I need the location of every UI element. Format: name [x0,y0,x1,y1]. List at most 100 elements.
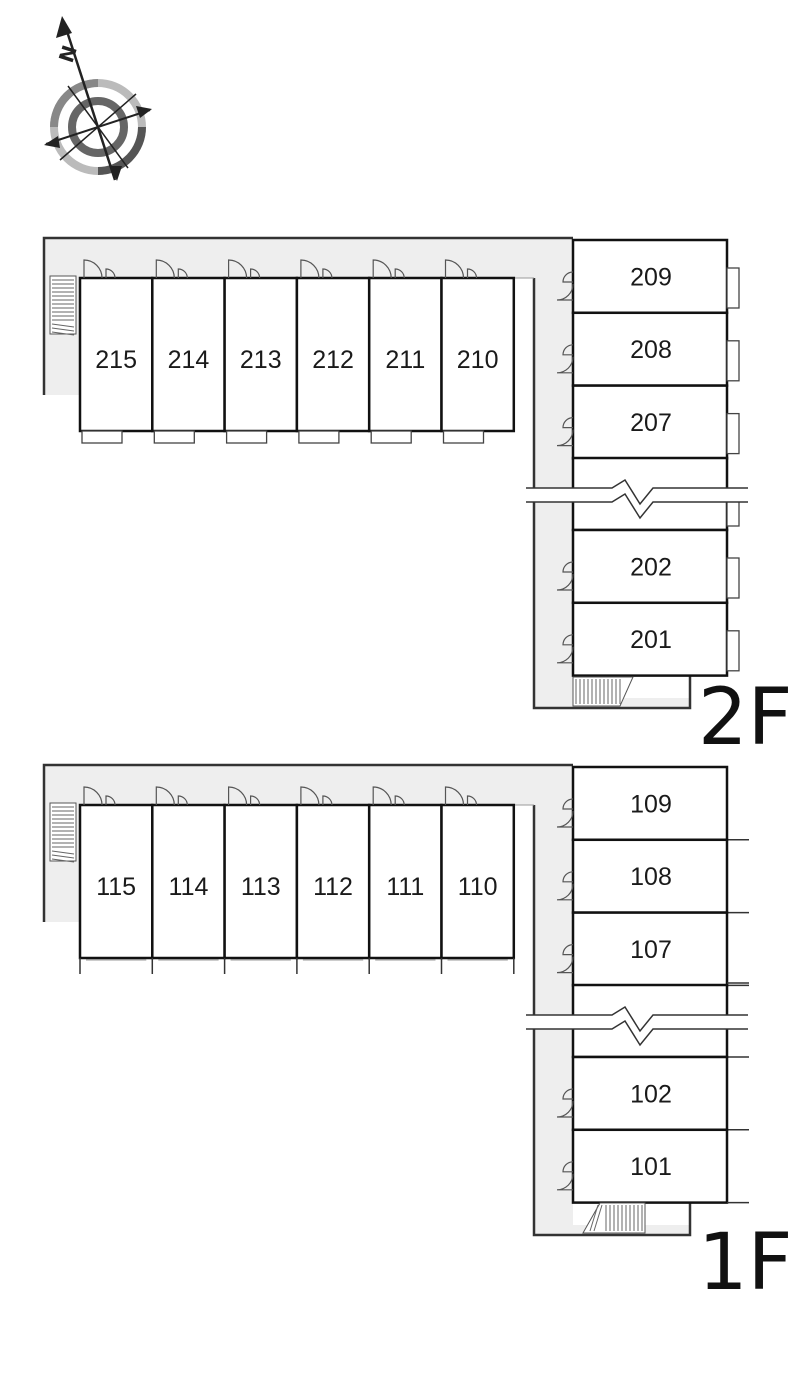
unit-113: 113 [223,786,299,974]
unit-number: 201 [630,626,672,654]
balcony [442,430,485,444]
unit-211: 211 [367,259,443,444]
floor-2f: 215 214 213 212 211 210 209 208 207 202 201 2F [42,236,793,763]
unit-number: 102 [630,1080,672,1108]
unit-110: 110 [440,786,516,974]
balcony [153,430,195,444]
unit-number: 111 [386,873,424,901]
staircase-bottom [572,676,634,707]
unit-outline [571,384,729,460]
door-icon [562,1088,574,1100]
unit-102: 102 [556,1055,749,1132]
unit-number: 215 [95,346,137,374]
unit-111: 111 [367,786,443,974]
compass-icon: N [44,16,152,181]
unit-outline [295,803,371,960]
door-icon [372,259,392,279]
unit-number: 212 [312,346,354,374]
staircase-bottom [582,1202,646,1234]
unit-number: 214 [168,346,210,374]
unit-number: 107 [630,936,672,964]
break-line-icon [526,478,748,520]
balcony [298,430,340,444]
staircase-left [49,802,77,863]
balcony [225,430,268,444]
corridor [44,765,690,1235]
unit-number: 112 [313,873,353,901]
door-icon [155,259,175,279]
door-icon [300,259,320,279]
door-icon [562,944,574,956]
door-icon [228,786,248,806]
unit-101: 101 [556,1128,749,1204]
unit-115: 115 [78,786,154,974]
unit-114: 114 [151,786,226,974]
unit-outline [571,1128,729,1204]
unit-number: 109 [630,790,672,818]
unit-outline [440,276,516,433]
unit-outline [151,803,226,960]
door-icon [562,1161,574,1173]
unit-number: 101 [630,1153,672,1181]
unit-109: 109 [556,765,749,842]
unit-outline [571,601,729,677]
unit-201: 201 [556,601,740,677]
unit-number: 210 [457,346,499,374]
door-icon [562,271,574,283]
unit-210: 210 [440,259,516,444]
door-icon [444,259,465,279]
unit-outline [571,1055,729,1132]
door-icon [300,786,320,806]
unit-number: 213 [240,346,282,374]
unit-215: 215 [78,259,154,444]
unit-outline [367,803,443,960]
balcony [726,630,740,672]
floor-label: 2F [698,673,793,763]
unit-213: 213 [223,259,299,444]
unit-202: 202 [556,528,740,605]
door-icon [562,634,574,646]
unit-number: 115 [96,873,136,901]
unit-108: 108 [556,838,749,914]
door-icon [562,798,574,810]
door-icon [372,786,392,806]
compass-inner-ring [68,97,128,157]
unit-number: 110 [458,873,498,901]
unit-208: 208 [556,311,740,387]
unit-number: 114 [169,873,209,901]
unit-outline [78,276,154,433]
unit-number: 202 [630,553,672,581]
door-icon [562,871,574,883]
unit-number: 207 [630,409,672,437]
unit-209: 209 [556,238,740,315]
door-icon [562,344,574,356]
door-icon [83,259,103,279]
balcony [726,499,740,527]
door-icon [562,417,574,429]
unit-outline [440,803,516,960]
unit-outline [571,838,729,914]
unit-outline [571,528,729,605]
staircase-left [49,275,77,336]
unit-outline [571,311,729,387]
floor-label: 1F [698,1218,793,1308]
balcony [370,430,412,444]
unit-207: 207 [556,384,740,460]
north-letter: N [54,42,82,65]
unit-212: 212 [295,259,371,444]
corridor [44,238,690,708]
balcony [726,557,740,599]
floor-1f: 115 114 113 112 111 110 109 108 107 102 101 1F [42,763,793,1308]
balcony [726,267,740,309]
door-icon [444,786,465,806]
north-arrow-icon [56,16,72,38]
door-icon [228,259,248,279]
door-icon [562,561,574,573]
outer-wall [42,763,573,922]
unit-number: 108 [630,863,672,891]
unit-number: 211 [385,346,425,374]
break-line-icon [526,1005,748,1047]
unit-number: 208 [630,336,672,364]
outer-wall [42,236,573,395]
